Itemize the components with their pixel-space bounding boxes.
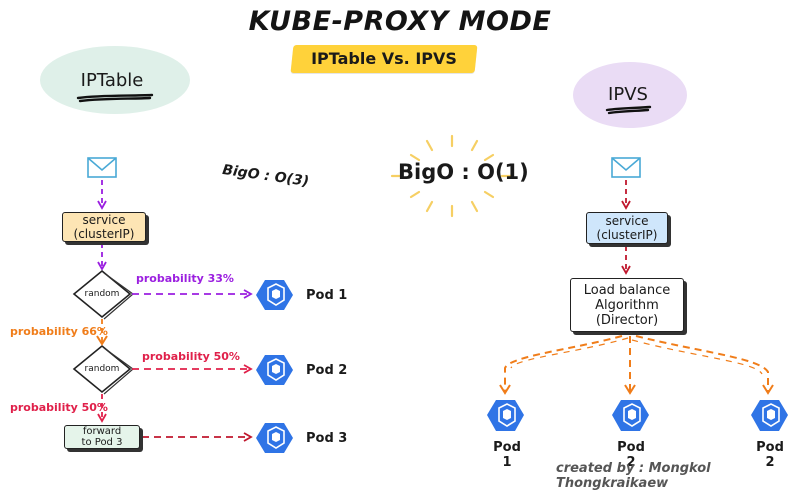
probability-50-label-b: probability 50% xyxy=(10,401,108,414)
ipvs-big-o: BigO : O(1) xyxy=(398,160,529,184)
lb-line3: (Director) xyxy=(595,312,659,328)
pod-icon-ipvs-2 xyxy=(612,400,649,431)
probability-66-label: probability 66% xyxy=(10,325,108,338)
load-balancer-box: Load balance Algorithm (Director) xyxy=(570,278,684,332)
pod-icon-iptable-1 xyxy=(256,280,293,310)
ipvs-underline xyxy=(605,105,652,115)
ipvs-pod-1-label: Pod 1 xyxy=(493,440,521,470)
iptable-pod-2-label: Pod 2 xyxy=(306,363,348,378)
iptable-underline xyxy=(76,93,154,103)
iptable-service-box: service (clusterIP) xyxy=(62,212,146,242)
ipvs-pod-2-label: Pod 2 xyxy=(617,440,645,470)
random-diamond-1-label: random xyxy=(84,289,120,299)
author-credit: created by : Mongkol Thongkraikaew xyxy=(556,461,711,491)
iptable-heading: IPTable xyxy=(80,70,144,91)
probability-50-label-a: probability 50% xyxy=(142,350,240,363)
pod-icon-ipvs-1 xyxy=(487,400,524,431)
forward-to-pod3-box: forward to Pod 3 xyxy=(64,425,140,449)
ipvs-service-subtitle: (clusterIP) xyxy=(596,228,658,242)
random-diamond-2-label: random xyxy=(84,364,120,374)
random-diamond-1 xyxy=(72,269,132,319)
forward-box-line1: forward xyxy=(82,426,122,437)
diagram-canvas xyxy=(40,46,788,453)
ipvs-heading-blob xyxy=(573,62,687,128)
page-subtitle: IPTable Vs. IPVS xyxy=(311,49,457,68)
lb-line1: Load balance xyxy=(583,282,671,298)
ipvs-service-box: service (clusterIP) xyxy=(586,212,668,244)
iptable-pod-1-label: Pod 1 xyxy=(306,288,348,303)
probability-33-label: probability 33% xyxy=(136,272,234,285)
iptable-service-subtitle: (clusterIP) xyxy=(73,227,135,241)
ipvs-arrow-lb-pod3 xyxy=(635,335,774,395)
page-title: KUBE-PROXY MODE xyxy=(248,6,552,37)
bigo-sunburst xyxy=(390,134,514,218)
ipvs-heading: IPVS xyxy=(608,84,648,105)
pod-icon-ipvs-3 xyxy=(751,400,788,431)
forward-box-line2: to Pod 3 xyxy=(81,437,123,448)
iptable-pod-3-label: Pod 3 xyxy=(306,431,348,446)
random-diamond-2 xyxy=(72,344,132,394)
lb-line2: Algorithm xyxy=(595,297,659,313)
ipvs-service-title: service xyxy=(605,214,649,228)
pod-icon-iptable-2 xyxy=(256,355,293,385)
iptable-envelope-icon xyxy=(87,157,117,178)
iptable-service-title: service xyxy=(82,213,126,227)
pod-icon-iptable-3 xyxy=(256,423,293,453)
ipvs-arrow-lb-pod1 xyxy=(499,335,623,395)
ipvs-envelope-icon xyxy=(611,157,641,178)
ipvs-pod-3-label: Pod 2 xyxy=(756,440,784,470)
